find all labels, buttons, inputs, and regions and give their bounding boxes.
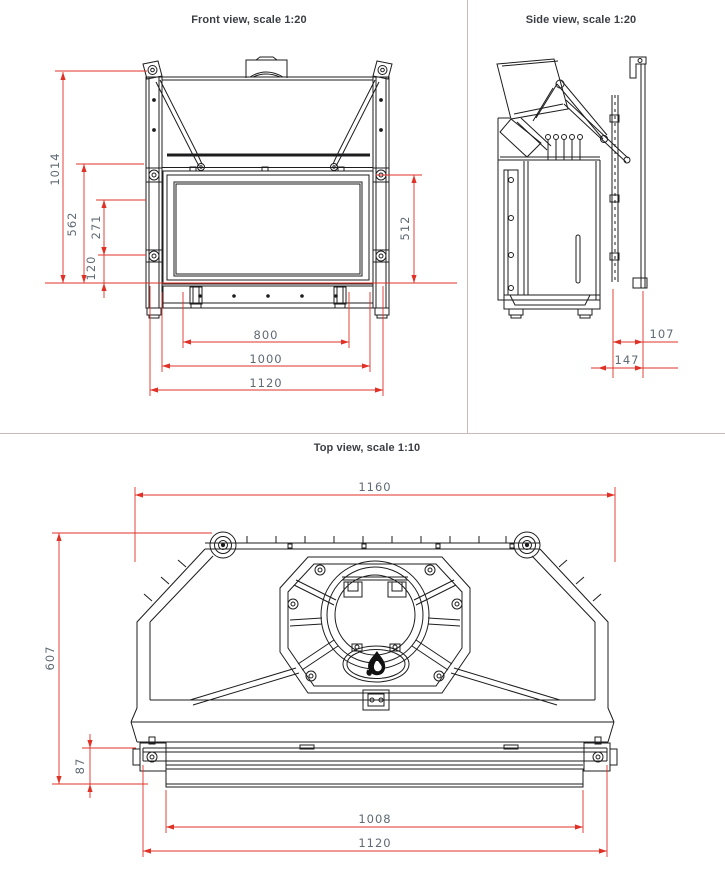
dim-top-width-total: 1160	[358, 480, 392, 494]
view-divider-horizontal	[0, 433, 725, 434]
brand-flame-icon	[366, 651, 386, 676]
front-view-dimensions	[45, 70, 457, 396]
top-view-drawing	[130, 531, 618, 788]
dim-side-107: 107	[649, 327, 675, 341]
dim-front-height-total: 1014	[48, 152, 62, 186]
top-view-title: Top view, scale 1:10	[313, 442, 421, 454]
dim-front-271: 271	[89, 214, 103, 240]
front-view-drawing	[142, 56, 393, 319]
dim-front-1120: 1120	[249, 376, 283, 390]
dim-top-1120: 1120	[358, 836, 392, 850]
front-view-title: Front view, scale 1:20	[191, 14, 307, 26]
top-view-dimensions	[52, 487, 616, 857]
dim-front-glass-height: 512	[398, 215, 412, 241]
dim-front-1000: 1000	[249, 352, 283, 366]
dim-front-800: 800	[253, 328, 279, 342]
dim-top-87: 87	[73, 757, 87, 775]
dim-top-1008: 1008	[358, 812, 392, 826]
view-divider-vertical	[467, 0, 468, 433]
side-view-dimensions	[591, 289, 678, 378]
dim-side-147: 147	[614, 353, 640, 367]
dim-front-562: 562	[65, 211, 79, 237]
side-view-drawing	[496, 56, 648, 319]
side-view-title: Side view, scale 1:20	[525, 14, 637, 26]
dim-front-120: 120	[84, 255, 98, 281]
dim-top-depth-total: 607	[43, 645, 57, 671]
